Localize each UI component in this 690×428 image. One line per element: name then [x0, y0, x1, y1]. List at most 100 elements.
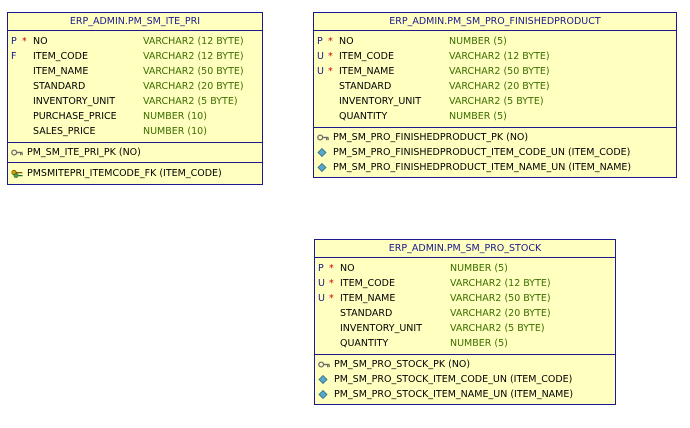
column-row[interactable]: U * ITEM_CODE VARCHAR2 (12 BYTE): [314, 49, 676, 64]
column-type: VARCHAR2 (20 BYTE): [143, 81, 244, 92]
foreign-key-label: PMSMITEPRI_ITEMCODE_FK (ITEM_CODE): [27, 168, 222, 179]
index-row[interactable]: PM_SM_PRO_STOCK_ITEM_NAME_UN (ITEM_NAME): [315, 387, 615, 402]
column-type: VARCHAR2 (50 BYTE): [143, 66, 244, 77]
table-pm-sm-pro-finishedproduct[interactable]: ERP_ADMIN.PM_SM_PRO_FINISHEDPRODUCT P * NO…: [313, 12, 677, 178]
key-marker: P: [317, 36, 323, 47]
column-row[interactable]: F ITEM_CODE VARCHAR2 (12 BYTE): [8, 49, 262, 64]
key-marker: P: [11, 36, 17, 47]
column-name: ITEM_NAME: [340, 293, 396, 304]
unique-index-icon: [317, 163, 327, 172]
key-marker: F: [11, 51, 17, 62]
column-name: QUANTITY: [339, 111, 388, 122]
column-row[interactable]: U * ITEM_CODE VARCHAR2 (12 BYTE): [315, 276, 615, 291]
index-label: PM_SM_PRO_STOCK_ITEM_NAME_UN (ITEM_NAME): [334, 389, 574, 400]
column-name: NO: [33, 36, 48, 47]
index-label: PM_SM_PRO_FINISHEDPRODUCT_ITEM_CODE_UN (…: [333, 147, 631, 158]
column-name: ITEM_CODE: [339, 51, 394, 62]
column-type: NUMBER (5): [450, 263, 508, 274]
column-type: VARCHAR2 (12 BYTE): [449, 51, 550, 62]
index-row[interactable]: PM_SM_ITE_PRI_PK (NO): [8, 145, 262, 160]
foreign-key-list: PMSMITEPRI_ITEMCODE_FK (ITEM_CODE): [8, 162, 262, 184]
mandatory-marker: *: [22, 36, 27, 47]
column-row[interactable]: INVENTORY_UNIT VARCHAR2 (5 BYTE): [314, 94, 676, 109]
foreign-key-icon: [11, 169, 23, 178]
index-list: PM_SM_ITE_PRI_PK (NO): [8, 143, 262, 162]
column-type: NUMBER (10): [143, 126, 207, 137]
column-name: NO: [339, 36, 354, 47]
column-type: VARCHAR2 (20 BYTE): [450, 308, 551, 319]
column-type: VARCHAR2 (5 BYTE): [143, 96, 238, 107]
column-row[interactable]: INVENTORY_UNIT VARCHAR2 (5 BYTE): [8, 94, 262, 109]
column-type: VARCHAR2 (50 BYTE): [449, 66, 550, 77]
column-type: NUMBER (5): [449, 111, 507, 122]
column-row[interactable]: PURCHASE_PRICE NUMBER (10): [8, 109, 262, 124]
key-marker: U: [318, 293, 325, 304]
column-type: NUMBER (5): [450, 338, 508, 349]
column-type: VARCHAR2 (5 BYTE): [449, 96, 544, 107]
primary-key-icon: [318, 361, 330, 368]
column-type: VARCHAR2 (12 BYTE): [143, 51, 244, 62]
column-name: STANDARD: [340, 308, 393, 319]
column-row[interactable]: ITEM_NAME VARCHAR2 (50 BYTE): [8, 64, 262, 79]
foreign-key-row[interactable]: PMSMITEPRI_ITEMCODE_FK (ITEM_CODE): [8, 166, 262, 181]
index-list: PM_SM_PRO_FINISHEDPRODUCT_PK (NO) PM_SM_…: [314, 128, 676, 177]
index-row[interactable]: PM_SM_PRO_STOCK_PK (NO): [315, 357, 615, 372]
column-name: ITEM_NAME: [33, 66, 89, 77]
mandatory-marker: *: [329, 278, 334, 289]
column-row[interactable]: P * NO NUMBER (5): [314, 34, 676, 49]
index-row[interactable]: PM_SM_PRO_FINISHEDPRODUCT_ITEM_NAME_UN (…: [314, 160, 676, 175]
column-name: STANDARD: [339, 81, 392, 92]
index-label: PM_SM_PRO_FINISHEDPRODUCT_ITEM_NAME_UN (…: [333, 162, 632, 173]
index-row[interactable]: PM_SM_PRO_FINISHEDPRODUCT_ITEM_CODE_UN (…: [314, 145, 676, 160]
mandatory-marker: *: [328, 36, 333, 47]
index-row[interactable]: PM_SM_PRO_FINISHEDPRODUCT_PK (NO): [314, 130, 676, 145]
column-type: VARCHAR2 (12 BYTE): [143, 36, 244, 47]
column-type: NUMBER (10): [143, 111, 207, 122]
column-name: NO: [340, 263, 355, 274]
column-row[interactable]: P * NO NUMBER (5): [315, 261, 615, 276]
column-name: SALES_PRICE: [33, 126, 96, 137]
column-row[interactable]: STANDARD VARCHAR2 (20 BYTE): [315, 306, 615, 321]
primary-key-icon: [11, 149, 23, 156]
column-list: P * NO NUMBER (5) U * ITEM_CODE VARCHAR2 (12 B…: [315, 258, 615, 355]
key-marker: U: [318, 278, 325, 289]
unique-index-icon: [317, 148, 327, 157]
column-type: VARCHAR2 (12 BYTE): [450, 278, 551, 289]
column-row[interactable]: U * ITEM_NAME VARCHAR2 (50 BYTE): [314, 64, 676, 79]
column-name: INVENTORY_UNIT: [339, 96, 422, 107]
mandatory-marker: *: [329, 293, 334, 304]
column-list: P * NO VARCHAR2 (12 BYTE) F ITEM_CODE VARCHAR…: [8, 31, 262, 143]
index-row[interactable]: PM_SM_PRO_STOCK_ITEM_CODE_UN (ITEM_CODE): [315, 372, 615, 387]
index-label: PM_SM_PRO_STOCK_PK (NO): [334, 359, 471, 370]
column-row[interactable]: P * NO VARCHAR2 (12 BYTE): [8, 34, 262, 49]
mandatory-marker: *: [328, 51, 333, 62]
mandatory-marker: *: [329, 263, 334, 274]
table-title: ERP_ADMIN.PM_SM_ITE_PRI: [8, 13, 262, 31]
index-label: PM_SM_ITE_PRI_PK (NO): [27, 147, 141, 158]
column-name: ITEM_CODE: [340, 278, 395, 289]
table-pm-sm-ite-pri[interactable]: ERP_ADMIN.PM_SM_ITE_PRI P * NO VARCHAR2 (12…: [7, 12, 263, 185]
key-marker: U: [317, 51, 324, 62]
index-list: PM_SM_PRO_STOCK_PK (NO) PM_SM_PRO_STOCK_…: [315, 355, 615, 404]
column-type: NUMBER (5): [449, 36, 507, 47]
column-name: PURCHASE_PRICE: [33, 111, 117, 122]
unique-index-icon: [318, 390, 328, 399]
table-title: ERP_ADMIN.PM_SM_PRO_FINISHEDPRODUCT: [314, 13, 676, 31]
primary-key-icon: [317, 134, 329, 141]
column-name: ITEM_CODE: [33, 51, 88, 62]
index-label: PM_SM_PRO_STOCK_ITEM_CODE_UN (ITEM_CODE): [334, 374, 573, 385]
key-marker: U: [317, 66, 324, 77]
key-marker: P: [318, 263, 324, 274]
column-name: INVENTORY_UNIT: [33, 96, 116, 107]
mandatory-marker: *: [328, 66, 333, 77]
column-name: ITEM_NAME: [339, 66, 395, 77]
column-row[interactable]: SALES_PRICE NUMBER (10): [8, 124, 262, 139]
column-row[interactable]: QUANTITY NUMBER (5): [314, 109, 676, 124]
unique-index-icon: [318, 375, 328, 384]
